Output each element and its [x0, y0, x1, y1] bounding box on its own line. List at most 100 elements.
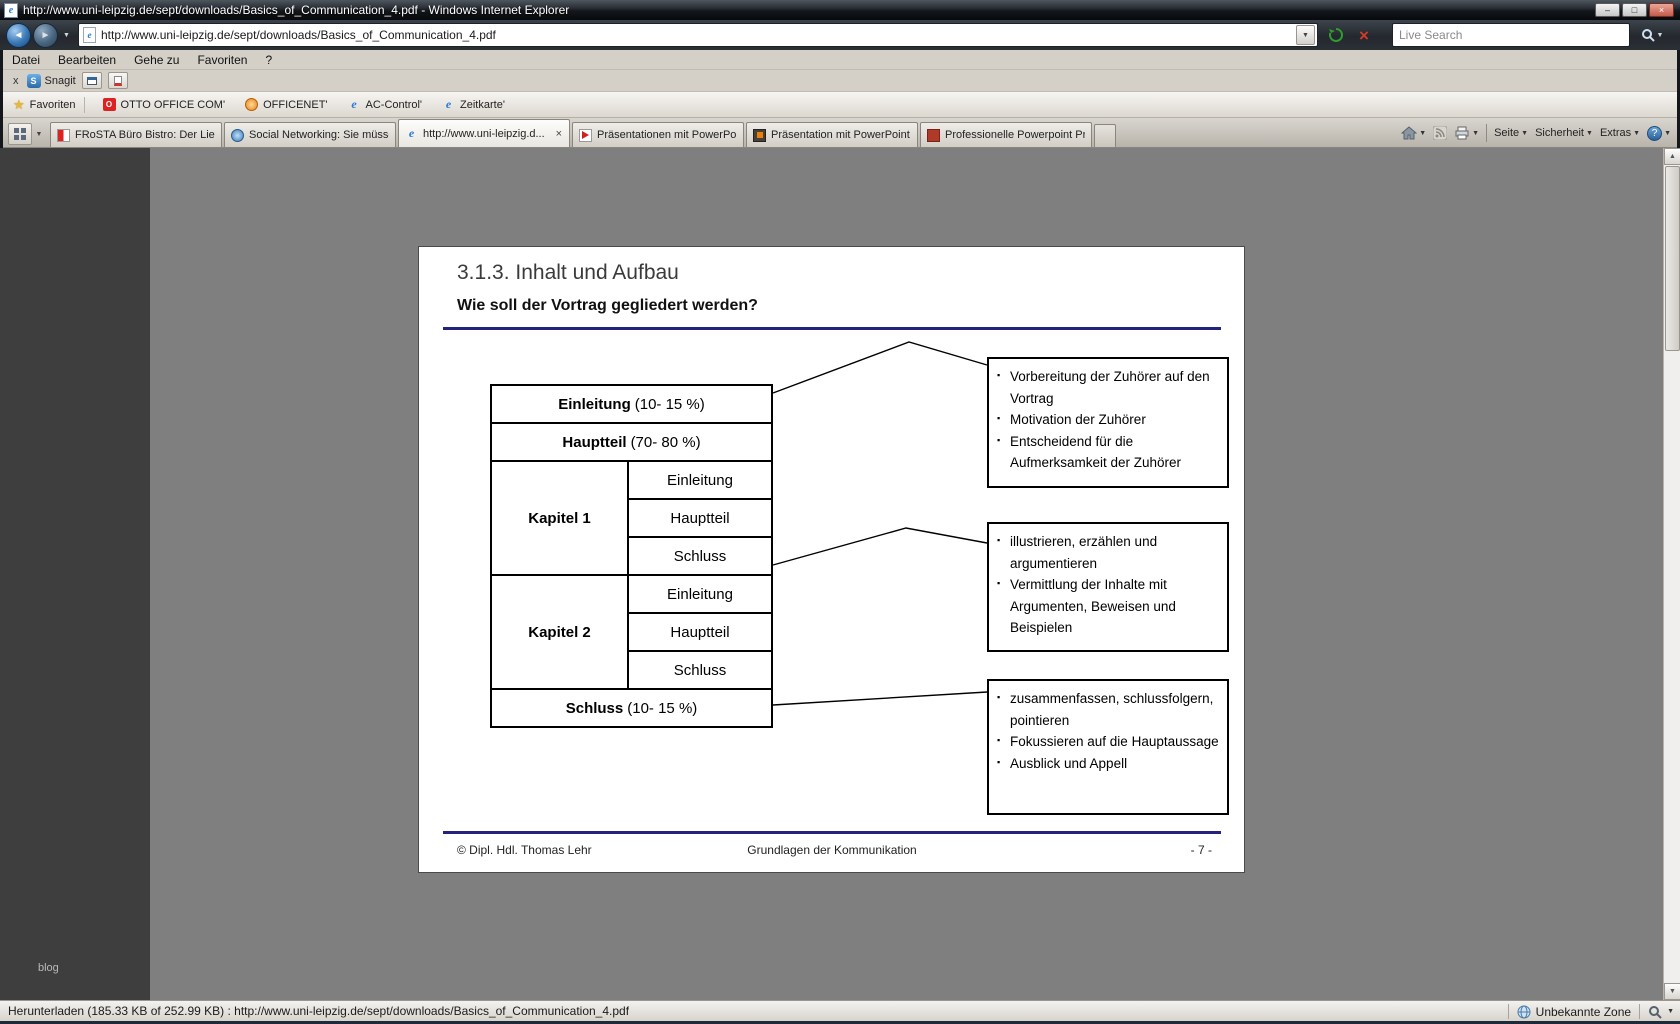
- help-dropdown-caret[interactable]: ▼: [1664, 129, 1671, 137]
- ie-e-glyph: e: [87, 30, 92, 40]
- menu-bearbeiten[interactable]: Bearbeiten: [58, 52, 117, 67]
- favorite-link-label: OTTO OFFICE COM': [120, 98, 226, 111]
- menu-datei[interactable]: Datei: [12, 52, 41, 67]
- vertical-scrollbar[interactable]: ▲ ▼: [1663, 148, 1680, 1000]
- tab-label: Präsentationen mit PowerPoi...: [597, 129, 737, 141]
- tab-praesentationen-powerpoint[interactable]: Präsentationen mit PowerPoi...: [572, 122, 744, 147]
- zoom-dropdown-caret[interactable]: ▼: [1667, 1008, 1674, 1015]
- sicherheit-button[interactable]: Sicherheit ▼: [1535, 127, 1593, 139]
- print-dropdown-caret[interactable]: ▼: [1472, 129, 1480, 137]
- box-schluss-pct: (10- 15 %): [627, 699, 698, 717]
- url-text[interactable]: http://www.uni-leipzig.de/sept/downloads…: [101, 28, 496, 42]
- favorites-star-icon: ★: [13, 96, 25, 112]
- home-button[interactable]: ▼: [1401, 126, 1426, 140]
- url-field[interactable]: e http://www.uni-leipzig.de/sept/downloa…: [78, 23, 1318, 47]
- menu-hilfe[interactable]: ?: [265, 52, 273, 67]
- tab-frosta[interactable]: FRoSTA Büro Bistro: Der Lief...: [50, 122, 222, 147]
- slide-page-number: - 7 -: [1190, 843, 1212, 857]
- tab-praesentation-powerpoint[interactable]: Präsentation mit PowerPoint: [746, 122, 918, 147]
- snagit-profile-button[interactable]: [107, 72, 128, 89]
- tab-professionelle-powerpoint[interactable]: Professionelle Powerpoint Pr...: [920, 122, 1092, 147]
- favorite-link-officenet[interactable]: OFFICENET': [235, 92, 337, 117]
- ie-favicon: e: [408, 126, 415, 140]
- rss-icon: [1433, 126, 1448, 140]
- extras-button[interactable]: Extras ▼: [1600, 127, 1640, 139]
- seite-dropdown-caret[interactable]: ▼: [1521, 129, 1529, 137]
- sicherheit-dropdown-caret[interactable]: ▼: [1586, 129, 1593, 137]
- tab-uni-leipzig-active[interactable]: e http://www.uni-leipzig.d... ×: [398, 119, 570, 147]
- box-kapitel-1: Kapitel 1: [490, 460, 629, 576]
- extras-dropdown-caret[interactable]: ▼: [1633, 129, 1641, 137]
- search-input[interactable]: Live Search: [1392, 23, 1630, 47]
- annotation-schluss: ▪zusammenfassen, schlussfolgern, pointie…: [987, 679, 1229, 815]
- new-tab-stub[interactable]: [1094, 124, 1116, 147]
- search-placeholder: Live Search: [1399, 28, 1463, 42]
- print-button[interactable]: ▼: [1454, 126, 1479, 140]
- history-dropdown-button[interactable]: ▼: [63, 31, 70, 39]
- help-button[interactable]: ? ▼: [1647, 125, 1671, 141]
- home-dropdown-caret[interactable]: ▼: [1419, 129, 1427, 137]
- snagit-toolbar: x S Snagit: [3, 70, 1677, 92]
- url-dropdown-button[interactable]: ▼: [1296, 25, 1315, 45]
- seite-button[interactable]: Seite ▼: [1494, 127, 1528, 139]
- tab-label: Social Networking: Sie müsse...: [249, 129, 389, 141]
- search-dropdown-caret[interactable]: ▼: [1656, 31, 1664, 39]
- close-button[interactable]: ×: [1649, 3, 1674, 17]
- connector-schluss: [772, 691, 988, 706]
- toolbar-separator: [1486, 124, 1488, 142]
- favorites-label[interactable]: Favoriten: [29, 98, 76, 111]
- menu-favoriten[interactable]: Favoriten: [197, 52, 248, 67]
- connector-kapitel: [772, 527, 988, 566]
- favorite-link-zeitkarte[interactable]: e Zeitkarte': [432, 92, 515, 117]
- box-einleitung: Einleitung (10- 15 %): [490, 384, 773, 424]
- favorite-link-otto[interactable]: O OTTO OFFICE COM': [93, 92, 236, 117]
- tab-list-dropdown[interactable]: ▼: [35, 130, 43, 138]
- blog-label: blog: [38, 962, 59, 974]
- zone-label: Unbekannte Zone: [1535, 1004, 1632, 1019]
- quick-tabs-button[interactable]: [8, 123, 32, 145]
- annotation-text: Fokussieren auf die Hauptaussage: [1010, 734, 1219, 750]
- tab-social-networking[interactable]: Social Networking: Sie müsse...: [224, 122, 396, 147]
- minimize-button[interactable]: –: [1595, 3, 1620, 17]
- box-hauptteil-pct: (70- 80 %): [630, 433, 701, 451]
- otto-favicon: O: [102, 98, 116, 111]
- powerpoint-favicon: [579, 128, 592, 142]
- annotation-text: Vorbereitung der Zuhörer auf den Vortrag: [1010, 369, 1210, 406]
- annotation-text: illustrieren, erzählen und argumentieren: [1010, 534, 1158, 571]
- connector-einleitung: [772, 341, 988, 394]
- tab-label: Professionelle Powerpoint Pr...: [945, 129, 1085, 141]
- menu-gehe-zu[interactable]: Gehe zu: [134, 52, 180, 67]
- slide-bottom-rule: [443, 831, 1221, 834]
- box-einleitung-pct: (10- 15 %): [634, 395, 705, 413]
- maximize-button[interactable]: □: [1622, 3, 1647, 17]
- zoom-control[interactable]: ▼: [1648, 1005, 1674, 1019]
- refresh-button[interactable]: [1324, 24, 1348, 46]
- box-schluss-label: Schluss: [565, 699, 624, 717]
- favorite-link-ac-control[interactable]: e AC-Control': [338, 92, 433, 117]
- ie-favicon: e: [351, 97, 357, 111]
- search-button[interactable]: ▼: [1634, 23, 1670, 47]
- bullet-icon: ▪: [997, 413, 1001, 424]
- window-controls: – □ ×: [1595, 3, 1674, 17]
- feeds-button[interactable]: [1433, 126, 1448, 140]
- scrollbar-thumb[interactable]: [1665, 166, 1680, 351]
- annotation-hauptteil: ▪illustrieren, erzählen und argumentiere…: [987, 522, 1229, 652]
- tab-label: http://www.uni-leipzig.d...: [423, 127, 545, 140]
- box-k1-hauptteil: Hauptteil: [627, 498, 773, 538]
- globe-favicon: [231, 128, 244, 142]
- viewer-side-strip: blog: [0, 148, 150, 1000]
- forward-button[interactable]: ►: [33, 22, 58, 48]
- back-button[interactable]: ◄: [6, 22, 31, 48]
- security-zone-indicator[interactable]: Unbekannte Zone: [1517, 1005, 1631, 1019]
- tab-close-button[interactable]: ×: [555, 127, 562, 140]
- slide-title: 3.1.3. Inhalt und Aufbau: [457, 261, 679, 284]
- officenet-favicon: [245, 98, 259, 111]
- title-bar: e http://www.uni-leipzig.de/sept/downloa…: [0, 0, 1680, 20]
- snagit-close-button[interactable]: x: [13, 74, 19, 87]
- snagit-capture-button[interactable]: [81, 72, 102, 89]
- stop-button[interactable]: ×: [1352, 24, 1376, 46]
- scroll-down-button[interactable]: ▼: [1664, 983, 1680, 1000]
- bullet-icon: ▪: [997, 434, 1001, 445]
- scroll-up-button[interactable]: ▲: [1664, 148, 1680, 165]
- snagit-label: Snagit: [44, 74, 76, 87]
